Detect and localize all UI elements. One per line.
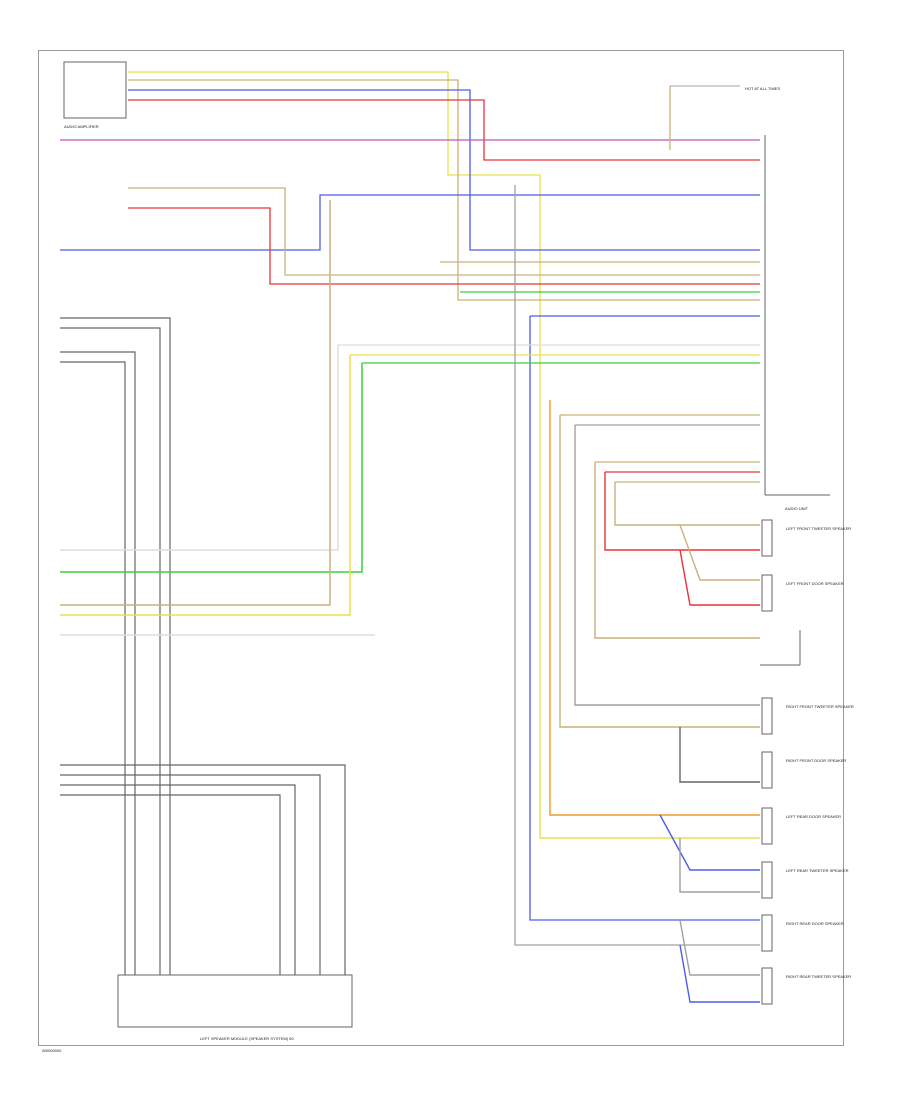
- speaker-label-3: RIGHT FRONT TWEETER SPEAKER: [786, 704, 854, 709]
- hot-terminal-label: HOT AT ALL TIMES: [745, 86, 780, 91]
- speaker-label-2: LEFT FRONT DOOR SPEAKER: [786, 581, 844, 586]
- page-id: W0000000: [42, 1048, 62, 1053]
- left-speaker-module-box: [117, 974, 353, 1028]
- diagram-frame: [38, 50, 844, 1046]
- top-wire-bundle: [60, 71, 760, 946]
- audio-unit-label: AUDIO UNIT: [785, 506, 809, 511]
- left-speaker-module-label: LEFT SPEAKER MODULE (SPEAKER SYSTEM) 50: [200, 1036, 295, 1041]
- speaker-label-4: RIGHT FRONT DOOR SPEAKER: [786, 758, 846, 763]
- left-mid-wires: [60, 200, 375, 636]
- audio-module-label: AUDIO AMPLIFIER: [64, 124, 99, 129]
- speaker-label-7: RIGHT REAR DOOR SPEAKER: [786, 921, 844, 926]
- speaker-label-8: RIGHT REAR TWEETER SPEAKER: [786, 974, 851, 979]
- left-vertical-bundle: [60, 317, 346, 975]
- relay-box: [63, 61, 127, 119]
- speaker-label-1: LEFT FRONT TWEETER SPEAKER: [786, 526, 851, 531]
- speaker-label-6: LEFT REAR TWEETER SPEAKER: [786, 868, 849, 873]
- hot-terminal: HOT AT ALL TIMES: [669, 85, 780, 150]
- speaker-label-5: LEFT REAR DOOR SPEAKER: [786, 814, 841, 819]
- speaker-wires: [539, 400, 760, 1003]
- antenna-module: [760, 630, 801, 666]
- speaker-symbols: [761, 519, 773, 1005]
